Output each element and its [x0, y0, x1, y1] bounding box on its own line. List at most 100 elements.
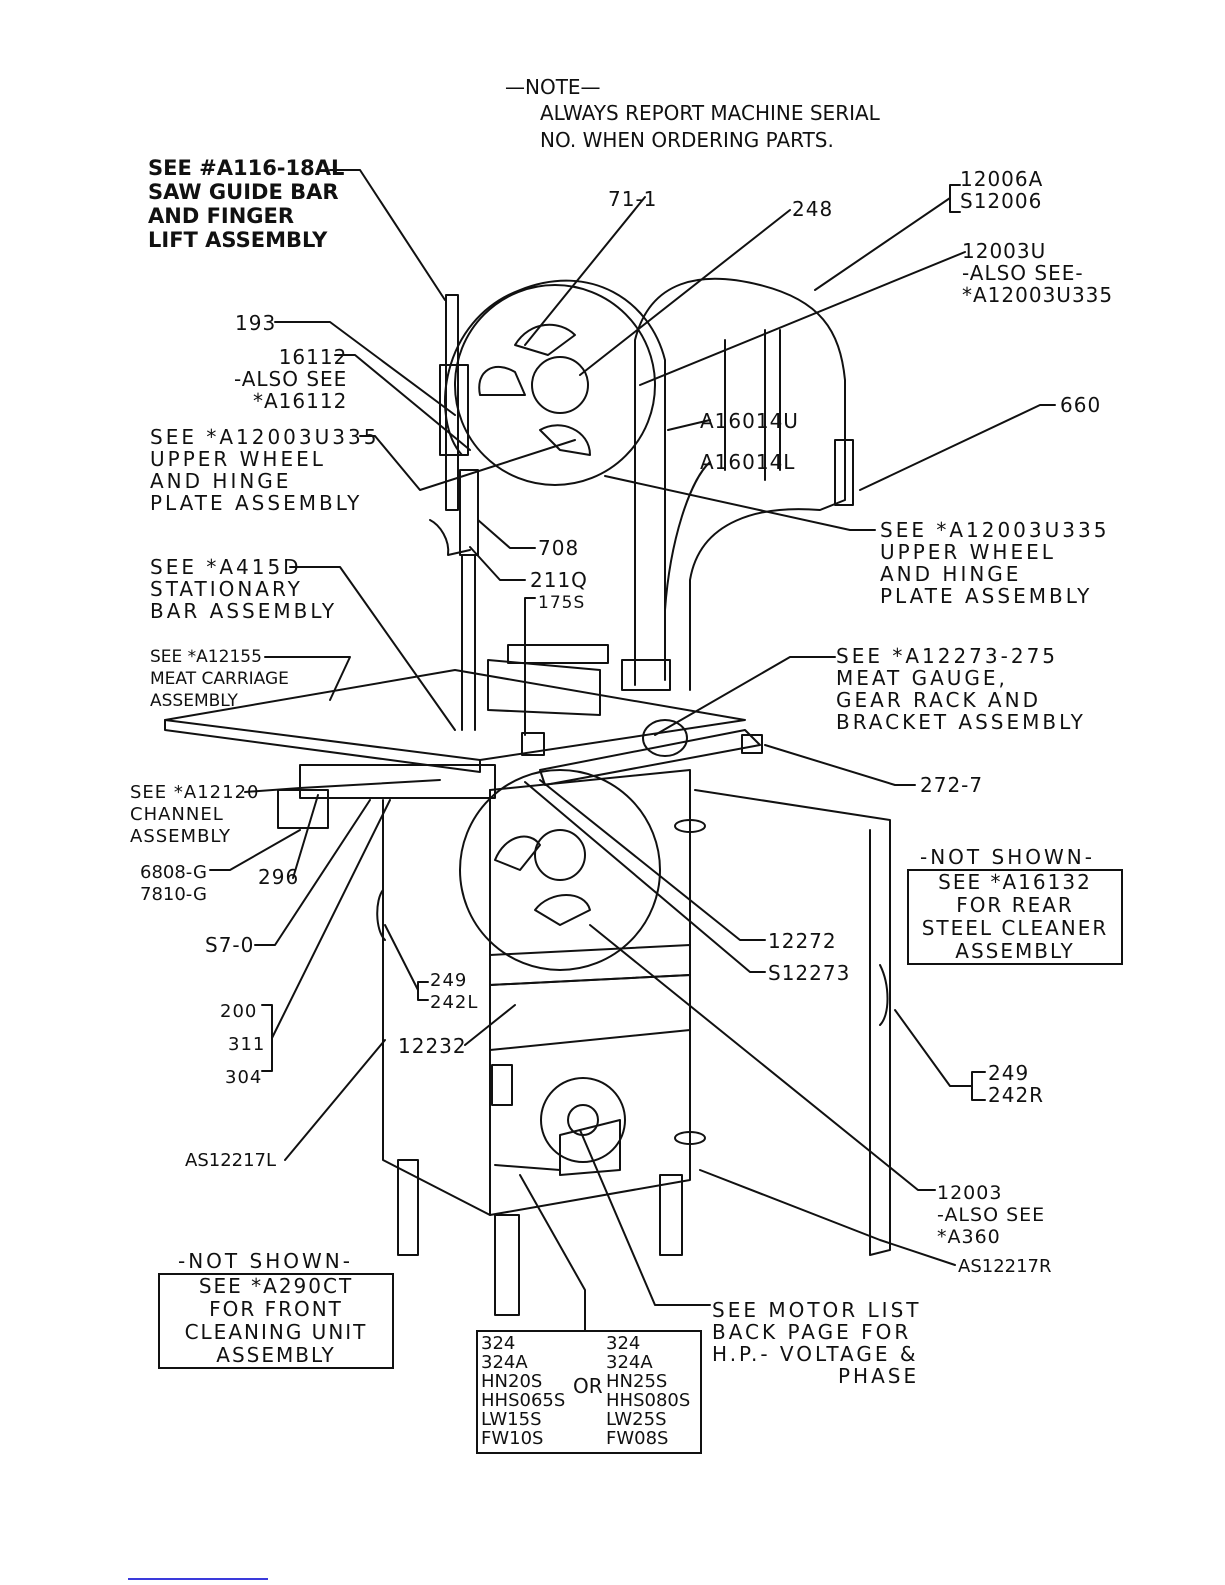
leader — [284, 1039, 386, 1161]
motor-list-label: SEE MOTOR LIST BACK PAGE FOR H.P.- VOLTA… — [712, 1298, 922, 1388]
part-as12217r: AS12217R — [958, 1256, 1052, 1277]
leader — [524, 781, 766, 973]
part-s12273: S12273 — [768, 961, 851, 985]
leader — [764, 744, 916, 786]
motor-pulley — [540, 1077, 626, 1163]
guide-housing — [439, 364, 469, 456]
leader — [254, 799, 371, 946]
leader — [524, 597, 536, 736]
leader — [667, 419, 711, 431]
leader — [417, 981, 429, 1001]
fence — [487, 659, 601, 716]
stationary-bar-label: SEE *A415D STATIONARY BAR ASSEMBLY — [150, 555, 338, 623]
leader — [604, 475, 876, 531]
meat-carriage — [164, 669, 746, 761]
leader — [274, 321, 456, 416]
upper-wheel-spoke-2 — [478, 366, 526, 396]
guide-lower — [459, 469, 479, 556]
part-200-311-304: 200 311 304 — [220, 1001, 266, 1088]
door-hinge-lower — [674, 1131, 706, 1145]
part-16112: 16112 -ALSO SEE *A16112 — [233, 345, 348, 413]
saw-guide-label: SEE #A116-18AL SAW GUIDE BAR AND FINGER … — [148, 156, 345, 252]
leader — [699, 1169, 956, 1266]
leader — [384, 924, 419, 991]
part-296: 296 — [258, 865, 300, 889]
leader — [539, 779, 766, 941]
part-12006: 12006A S12006 — [960, 167, 1044, 213]
right-guard — [634, 277, 846, 691]
guide-bar — [445, 294, 459, 511]
part-12003: 12003 -ALSO SEE *A360 — [937, 1182, 1046, 1248]
handle-right — [879, 964, 889, 1026]
leader — [589, 924, 936, 1191]
lower-wheel-spoke-2 — [534, 894, 591, 926]
leader — [329, 169, 446, 301]
leader — [209, 829, 301, 871]
part-249-242r: 249 242R — [988, 1061, 1045, 1107]
leader — [654, 656, 836, 736]
part-248: 248 — [792, 197, 834, 221]
rack-end — [741, 734, 763, 754]
leader — [292, 794, 319, 879]
leader — [579, 1129, 711, 1306]
leader — [477, 519, 536, 549]
part-211q: 211Q — [530, 568, 588, 592]
stationary-bar — [507, 644, 609, 664]
leader — [264, 656, 351, 701]
leader — [469, 546, 526, 581]
cabinet-door — [694, 789, 891, 1256]
leader — [579, 209, 791, 376]
leader — [464, 1004, 516, 1046]
part-193: 193 — [235, 311, 277, 335]
leader — [639, 251, 966, 386]
not-shown-rear-box: SEE *A16132 FOR REAR STEEL CLEANER ASSEM… — [907, 869, 1123, 965]
leader — [334, 354, 471, 451]
lower-wheel — [459, 769, 661, 971]
finger-lift — [429, 519, 471, 556]
upper-wheel-left-label: SEE *A12003U335 UPPER WHEEL AND HINGE PL… — [150, 425, 380, 515]
leg-back-left — [397, 1159, 419, 1256]
part-708: 708 — [538, 536, 580, 560]
leg-front-left — [494, 1214, 520, 1316]
note-line-1: ALWAYS REPORT MACHINE SERIAL — [540, 101, 880, 125]
motor-pulley-hub — [567, 1104, 599, 1136]
leader — [244, 779, 441, 793]
lower-wheel-hub — [534, 829, 586, 881]
note-line-2: NO. WHEN ORDERING PARTS. — [540, 128, 834, 152]
motor-parts-left: 324 324A HN20S HHS065S LW15S FW10S — [481, 1333, 566, 1449]
upper-wheel — [454, 284, 656, 486]
part-272-7: 272-7 — [920, 773, 984, 797]
motor-parts-box: 324 324A HN20S HHS065S LW15S FW10S OR 32… — [476, 1330, 702, 1454]
part-6808-g: 6808-G 7810-G — [140, 862, 207, 905]
upper-wheel-spoke-1 — [514, 323, 576, 356]
part-12232: 12232 — [398, 1034, 467, 1058]
guard-plate-660 — [834, 439, 854, 506]
footer-rule — [128, 1578, 268, 1580]
front-cleaner-tray — [494, 1164, 561, 1171]
part-a16014u: A16014U — [700, 409, 799, 433]
part-a16014l: A16014L — [700, 450, 796, 474]
part-175s: 175S — [538, 593, 586, 613]
leader — [289, 566, 456, 731]
channel-label: SEE *A12120 CHANNEL ASSEMBLY — [130, 782, 260, 847]
door-hinge-upper — [674, 819, 706, 833]
meat-carriage-label: SEE *A12155 MEAT CARRIAGE ASSEMBLY — [150, 647, 289, 711]
gear-rack — [539, 729, 761, 786]
handle-left — [376, 889, 386, 941]
motor-parts-or: OR — [573, 1374, 603, 1398]
leader — [949, 184, 961, 213]
motor-box — [491, 1064, 513, 1106]
upper-wheel-hub — [531, 356, 589, 414]
leader — [814, 197, 951, 291]
meat-gauge-label: SEE *A12273-275 MEAT GAUGE, GEAR RACK AN… — [836, 644, 1086, 734]
motor-bracket — [559, 1119, 621, 1176]
leader — [859, 404, 1056, 491]
part-12003u: 12003U -ALSO SEE- *A12003U335 — [962, 239, 1114, 307]
leader — [359, 435, 576, 491]
not-shown-front-box: SEE *A290CT FOR FRONT CLEANING UNIT ASSE… — [158, 1273, 394, 1369]
leader — [519, 1174, 586, 1331]
lower-wheel-spoke-1 — [494, 835, 541, 871]
leader — [971, 1071, 986, 1101]
part-660: 660 — [1060, 393, 1102, 417]
